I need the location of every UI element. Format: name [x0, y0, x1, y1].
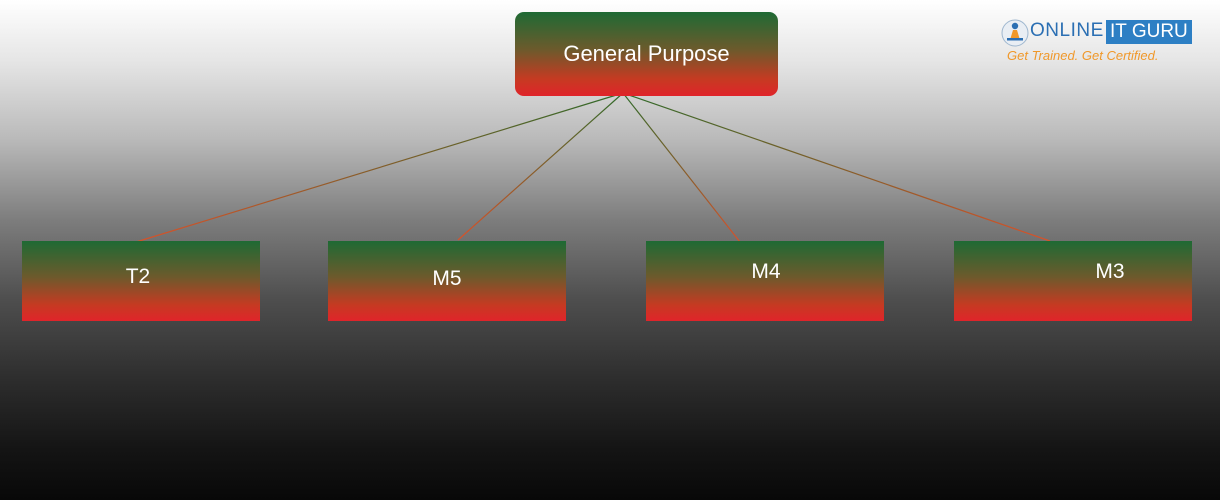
- child-node-label: M4: [751, 260, 781, 283]
- child-node-label: M5: [432, 267, 462, 290]
- root-node-general-purpose: General Purpose: [515, 12, 778, 96]
- root-node-label: General Purpose: [563, 41, 730, 66]
- connector-t2: [135, 92, 624, 243]
- connector-m4: [622, 92, 741, 243]
- logo-word-online: ONLINE: [1030, 20, 1104, 41]
- logo-word-it-guru: IT GURU: [1106, 20, 1192, 44]
- person-at-desk-icon: [1001, 19, 1029, 47]
- child-node-m4: M4: [646, 241, 884, 321]
- brand-logo: ONLINE IT GURU Get Trained. Get Certifie…: [1000, 18, 1192, 66]
- child-node-label: T2: [125, 265, 151, 288]
- child-node-label: M3: [1095, 260, 1125, 283]
- connector-m5: [457, 92, 624, 241]
- connector-m3: [622, 92, 1051, 242]
- child-node-m5: M5: [328, 241, 566, 321]
- logo-tagline: Get Trained. Get Certified.: [1007, 48, 1159, 63]
- child-node-m3: M3: [954, 241, 1192, 321]
- child-node-t2: T2: [22, 241, 260, 321]
